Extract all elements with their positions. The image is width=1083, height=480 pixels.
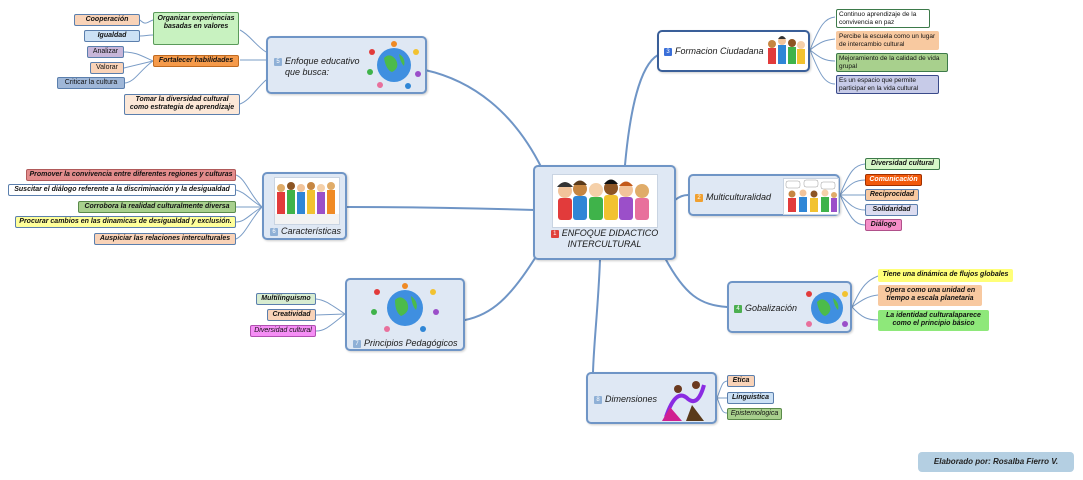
- citizens-illustration: [768, 36, 805, 64]
- enfoque-picture: [366, 40, 423, 90]
- crowd-illustration: [275, 182, 339, 224]
- central-number-badge: 1: [550, 230, 559, 238]
- creatividad-tag[interactable]: Creatividad: [267, 309, 316, 321]
- comunicacion-tag[interactable]: Comunicación: [865, 174, 922, 186]
- linguistica-tag[interactable]: Linguistica: [727, 392, 774, 404]
- dimensiones-number-badge: 8: [594, 396, 602, 404]
- caracteristica-tag-2[interactable]: Suscitar el diálogo referente a la discr…: [8, 184, 236, 196]
- globalizacion-picture: [805, 286, 849, 330]
- formacion-title-text: Formacion Ciudadana: [675, 46, 764, 56]
- valorar-tag[interactable]: Valorar: [90, 62, 124, 74]
- globalizacion-tag-2[interactable]: Opera como una unidad en tiempo a escala…: [878, 285, 982, 306]
- principios-number-badge: 7: [353, 340, 361, 348]
- caracteristica-tag-4[interactable]: Procurar cambios en las dinamicas de des…: [15, 216, 236, 228]
- globalizacion-number-badge: 4: [734, 305, 742, 313]
- dimensiones-title-text: Dimensiones: [605, 394, 658, 404]
- principios-picture: [369, 282, 441, 334]
- globalizacion-tag-1[interactable]: Tiene una dinámica de flujos globales: [878, 269, 1013, 282]
- solidaridad-tag[interactable]: Solidaridad: [865, 204, 918, 216]
- caracteristicas-picture: [274, 177, 340, 225]
- earth-children-illustration: [371, 283, 439, 332]
- author-credit: Elaborado por: Rosalba Fierro V.: [918, 452, 1074, 472]
- multiculturalidad-picture: [783, 178, 839, 215]
- formacion-tag-4[interactable]: Es un espacio que permite participar en …: [836, 75, 939, 94]
- children-illustration: [557, 179, 649, 220]
- multilinguismo-tag[interactable]: Multilinguismo: [256, 293, 316, 305]
- globalizacion-title-text: Gobalización: [745, 303, 798, 313]
- organizar-tag[interactable]: Organizar experiencias basadas en valore…: [153, 12, 239, 45]
- central-title-line1: ENFOQUE DIDACTICO: [561, 228, 659, 238]
- link-center-caracteristicas: [346, 206, 536, 211]
- multiculturalidad-title-text: Multiculturalidad: [706, 192, 772, 202]
- fortalecer-tag[interactable]: Fortalecer habilidades: [153, 55, 239, 67]
- enfoque-title-line2: que busca:: [285, 67, 330, 77]
- enfoque-number-badge: 5: [274, 58, 282, 66]
- caracteristica-tag-3[interactable]: Corrobora la realidad culturalmente dive…: [78, 201, 236, 213]
- globalizacion-tag-3[interactable]: La identidad culturalaparece como el pri…: [878, 310, 989, 331]
- dimensiones-picture: [658, 377, 710, 421]
- link-center-globalizacion: [664, 257, 728, 308]
- cooperacion-tag[interactable]: Cooperación: [74, 14, 140, 26]
- diversidad-principio-tag[interactable]: Diversidad cultural: [250, 325, 316, 337]
- link-center-formacion: [624, 54, 659, 166]
- igualdad-tag[interactable]: Igualdad: [84, 30, 140, 42]
- greeting-people-illustration: [785, 179, 837, 212]
- globe-children-illustration: [367, 41, 421, 89]
- caracteristica-tag-5[interactable]: Auspiciar las relaciones interculturales: [94, 233, 236, 245]
- caracteristicas-number-badge: 6: [270, 228, 278, 236]
- central-title-line2: INTERCULTURAL: [567, 239, 642, 249]
- formacion-tag-2[interactable]: Percibe la escuela como un lugar de inte…: [836, 31, 939, 50]
- caracteristica-tag-1[interactable]: Promover la convivencia entre diferentes…: [26, 169, 236, 181]
- formacion-tag-1[interactable]: Continuo aprendizaje de la convivencia e…: [836, 9, 930, 28]
- reciprocidad-tag[interactable]: Reciprocidad: [865, 189, 919, 201]
- analizar-tag[interactable]: Analizar: [87, 46, 124, 58]
- formacion-number-badge: 3: [664, 48, 672, 56]
- principios-title-text: Principios Pedagógicos: [364, 338, 458, 348]
- dancers-illustration: [662, 381, 706, 421]
- link-center-multi: [674, 194, 689, 201]
- children-picture: [552, 174, 658, 228]
- link-center-dimensions: [592, 259, 601, 373]
- formacion-picture: [765, 34, 807, 69]
- epistemologica-tag[interactable]: Epistemologica: [727, 408, 782, 420]
- link-center-principios: [464, 249, 541, 321]
- enfoque-title-line1: Enfoque educativo: [285, 56, 360, 66]
- etica-tag[interactable]: Etica: [727, 375, 755, 387]
- diversidad-cultural-tag[interactable]: Diversidad cultural: [865, 158, 940, 170]
- caracteristicas-title-text: Características: [281, 226, 342, 236]
- dialogo-tag[interactable]: Diálogo: [865, 219, 902, 231]
- link-center-enfoque: [424, 69, 546, 176]
- tomar-tag[interactable]: Tomar la diversidad cultural como estrat…: [124, 94, 240, 115]
- globe-illustration: [806, 291, 848, 327]
- formacion-tag-3[interactable]: Mejoramiento de la calidad de vida grupa…: [836, 53, 948, 72]
- criticar-tag[interactable]: Criticar la cultura: [57, 77, 125, 89]
- multiculturalidad-number-badge: 2: [695, 194, 703, 202]
